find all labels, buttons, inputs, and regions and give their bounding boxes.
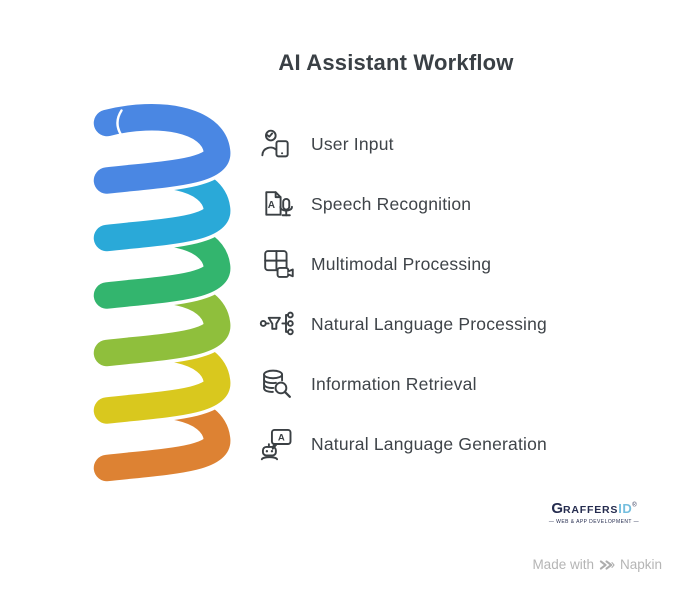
workflow-spiral [86,96,236,486]
database-search-icon [258,365,296,403]
step-label: Information Retrieval [311,373,477,394]
registered-mark-icon: ® [632,502,637,509]
robot-chat-icon: A [258,425,296,463]
logo-letter-g: G [551,500,564,517]
grid-camera-icon [258,245,296,283]
step-label: Natural Language Generation [311,433,547,454]
coil-turn-1 [93,104,231,194]
workflow-step-information-retrieval: Information Retrieval [258,358,477,410]
workflow-step-natural-language-processing: Natural Language Processing [258,298,547,350]
step-label: Natural Language Processing [311,313,547,334]
user-device-icon [258,125,296,163]
watermark-prefix: Made with [532,557,594,572]
step-label: Speech Recognition [311,193,472,214]
napkin-logo-icon [599,558,615,572]
spiral-coil-graphic [90,100,234,485]
logo-tagline: — WEB & APP DEVELOPMENT — [548,519,640,525]
workflow-step-speech-recognition: A Speech Recognition [258,178,471,230]
logo-word-rest: RAFFERS [563,504,619,516]
watermark-suffix: Napkin [619,557,662,572]
step-label: Multimodal Processing [311,253,492,274]
step-label: User Input [311,133,394,154]
workflow-step-multimodal-processing: Multimodal Processing [258,238,491,290]
svg-text:A: A [268,200,276,211]
napkin-watermark: Made with Napkin [532,557,662,572]
document-mic-icon: A [258,185,296,223]
funnel-flow-icon [258,305,296,343]
svg-text:A: A [278,433,285,444]
page-title: AI Assistant Workflow [278,50,514,75]
workflow-step-user-input: User Input [258,118,394,170]
logo-accent-id: ID [618,501,633,516]
graffersid-logo: GRAFFERSID® — WEB & APP DEVELOPMENT — [546,501,642,525]
coil-end-cap-gap [116,109,123,137]
workflow-step-natural-language-generation: A Natural Language Generation [258,418,547,470]
graffersid-logo-text: GRAFFERSID® [546,501,642,517]
